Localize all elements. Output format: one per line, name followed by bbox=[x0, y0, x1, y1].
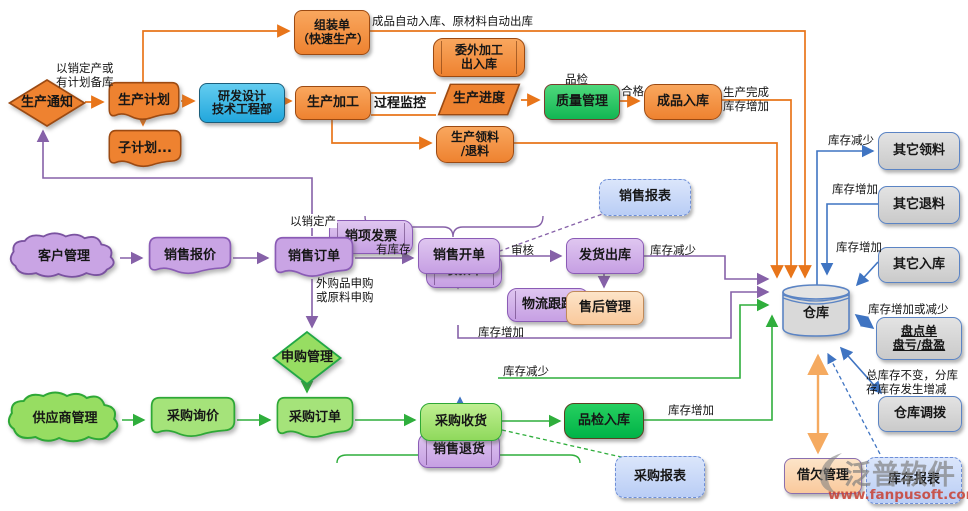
sub-plan-node: 子计划... bbox=[107, 129, 183, 169]
cloud-shape-icon bbox=[7, 391, 119, 443]
stocktake-node: 盘点单 盘亏/盘盈 bbox=[876, 317, 962, 360]
delivery-out-node: 发货出库 bbox=[566, 238, 644, 274]
label-inspection: 品检 bbox=[565, 72, 588, 86]
label-stock-decrease-pret: 库存减少 bbox=[503, 364, 549, 378]
wave-shape-icon bbox=[274, 236, 354, 277]
supplier-management-node: 供应商管理 bbox=[6, 391, 124, 447]
other-issue-node: 其它领料 bbox=[878, 132, 960, 170]
production-notice-node: 生产通知 bbox=[7, 78, 87, 128]
sales-quote-node: 销售报价 bbox=[147, 236, 233, 276]
purchase-report-node: 采购报表 bbox=[615, 456, 705, 498]
diamond-shape-icon bbox=[7, 78, 87, 128]
label-auto-inout: 成品自动入库、原材料自动出库 bbox=[372, 14, 533, 28]
finished-goods-in-node: 成品入库 bbox=[644, 84, 722, 120]
label-stock-change: 库存增加或减少 bbox=[868, 302, 949, 316]
label-make-to-sale: 以销定产 bbox=[289, 214, 337, 229]
label-audit: 审核 bbox=[511, 243, 534, 257]
label-outsourced-apply: 外购品申购 或原料申购 bbox=[316, 276, 374, 305]
production-material-node: 生产领料 /退料 bbox=[436, 126, 514, 163]
label-stock-increase-inspect: 库存增加 bbox=[668, 403, 714, 417]
sales-report-node: 销售报表 bbox=[599, 179, 691, 216]
warehouse-cylinder-node: 仓库 bbox=[781, 283, 851, 337]
other-return-node: 其它退料 bbox=[878, 186, 960, 224]
cloud-shape-icon bbox=[9, 232, 115, 278]
purchase-apply-node: 申购管理 bbox=[271, 330, 343, 386]
purchase-receive-node: 采购收货 bbox=[420, 403, 502, 441]
wave-shape-icon bbox=[148, 236, 232, 275]
label-total-stock-note: 总库存不变，分库 存库存发生增减 bbox=[866, 368, 958, 397]
outsource-inout-node: 委外加工 出入库 bbox=[433, 38, 525, 77]
label-qualified: 合格 bbox=[621, 84, 644, 98]
label-process-monitor: 过程监控 bbox=[374, 96, 427, 111]
label-stock-decrease-deliver: 库存减少 bbox=[650, 243, 696, 257]
purchase-inquiry-node: 采购询价 bbox=[149, 396, 237, 439]
label-production-done: 生产完成 库存增加 bbox=[723, 85, 769, 114]
stock-report-node: 库存报表 bbox=[866, 457, 962, 504]
label-stock-increase-salesret: 库存增加 bbox=[478, 325, 524, 339]
label-stock-increase-return: 库存增加 bbox=[832, 182, 878, 196]
wave-shape-icon bbox=[108, 129, 182, 168]
borrow-management-node: 借欠管理 bbox=[784, 458, 862, 494]
assembly-order-node: 组装单 （快速生产） bbox=[294, 10, 370, 55]
label-stock-decrease-issue: 库存减少 bbox=[828, 133, 874, 147]
label-in-stock: 有库存 bbox=[376, 242, 411, 256]
production-plan-node: 生产计划 bbox=[107, 81, 181, 122]
wave-shape-icon bbox=[276, 396, 354, 438]
purchase-order-node: 采购订单 bbox=[275, 396, 355, 440]
production-progress-node: 生产进度 bbox=[437, 83, 521, 116]
rd-design-dept-node: 研发设计 技术工程部 bbox=[199, 83, 285, 123]
wave-shape-icon bbox=[150, 396, 236, 437]
after-sales-node: 售后管理 bbox=[566, 291, 644, 325]
sales-billing-node: 销售开单 bbox=[418, 238, 500, 274]
sales-order-node: 销售订单 bbox=[273, 236, 355, 279]
label-make-to-order: 以销定产或 有计划备库 bbox=[56, 61, 114, 90]
parallelogram-shape-icon bbox=[437, 83, 521, 116]
production-processing-node: 生产加工 bbox=[295, 86, 371, 120]
customer-management-node: 客户管理 bbox=[8, 232, 120, 282]
cylinder-shape-icon bbox=[782, 284, 850, 337]
other-stock-in-node: 其它入库 bbox=[878, 247, 960, 283]
label-stock-increase-otherin: 库存增加 bbox=[836, 240, 882, 254]
inspect-stock-in-node: 品检入库 bbox=[564, 403, 644, 439]
quality-management-node: 质量管理 bbox=[544, 84, 620, 120]
warehouse-transfer-node: 仓库调拨 bbox=[878, 396, 962, 432]
